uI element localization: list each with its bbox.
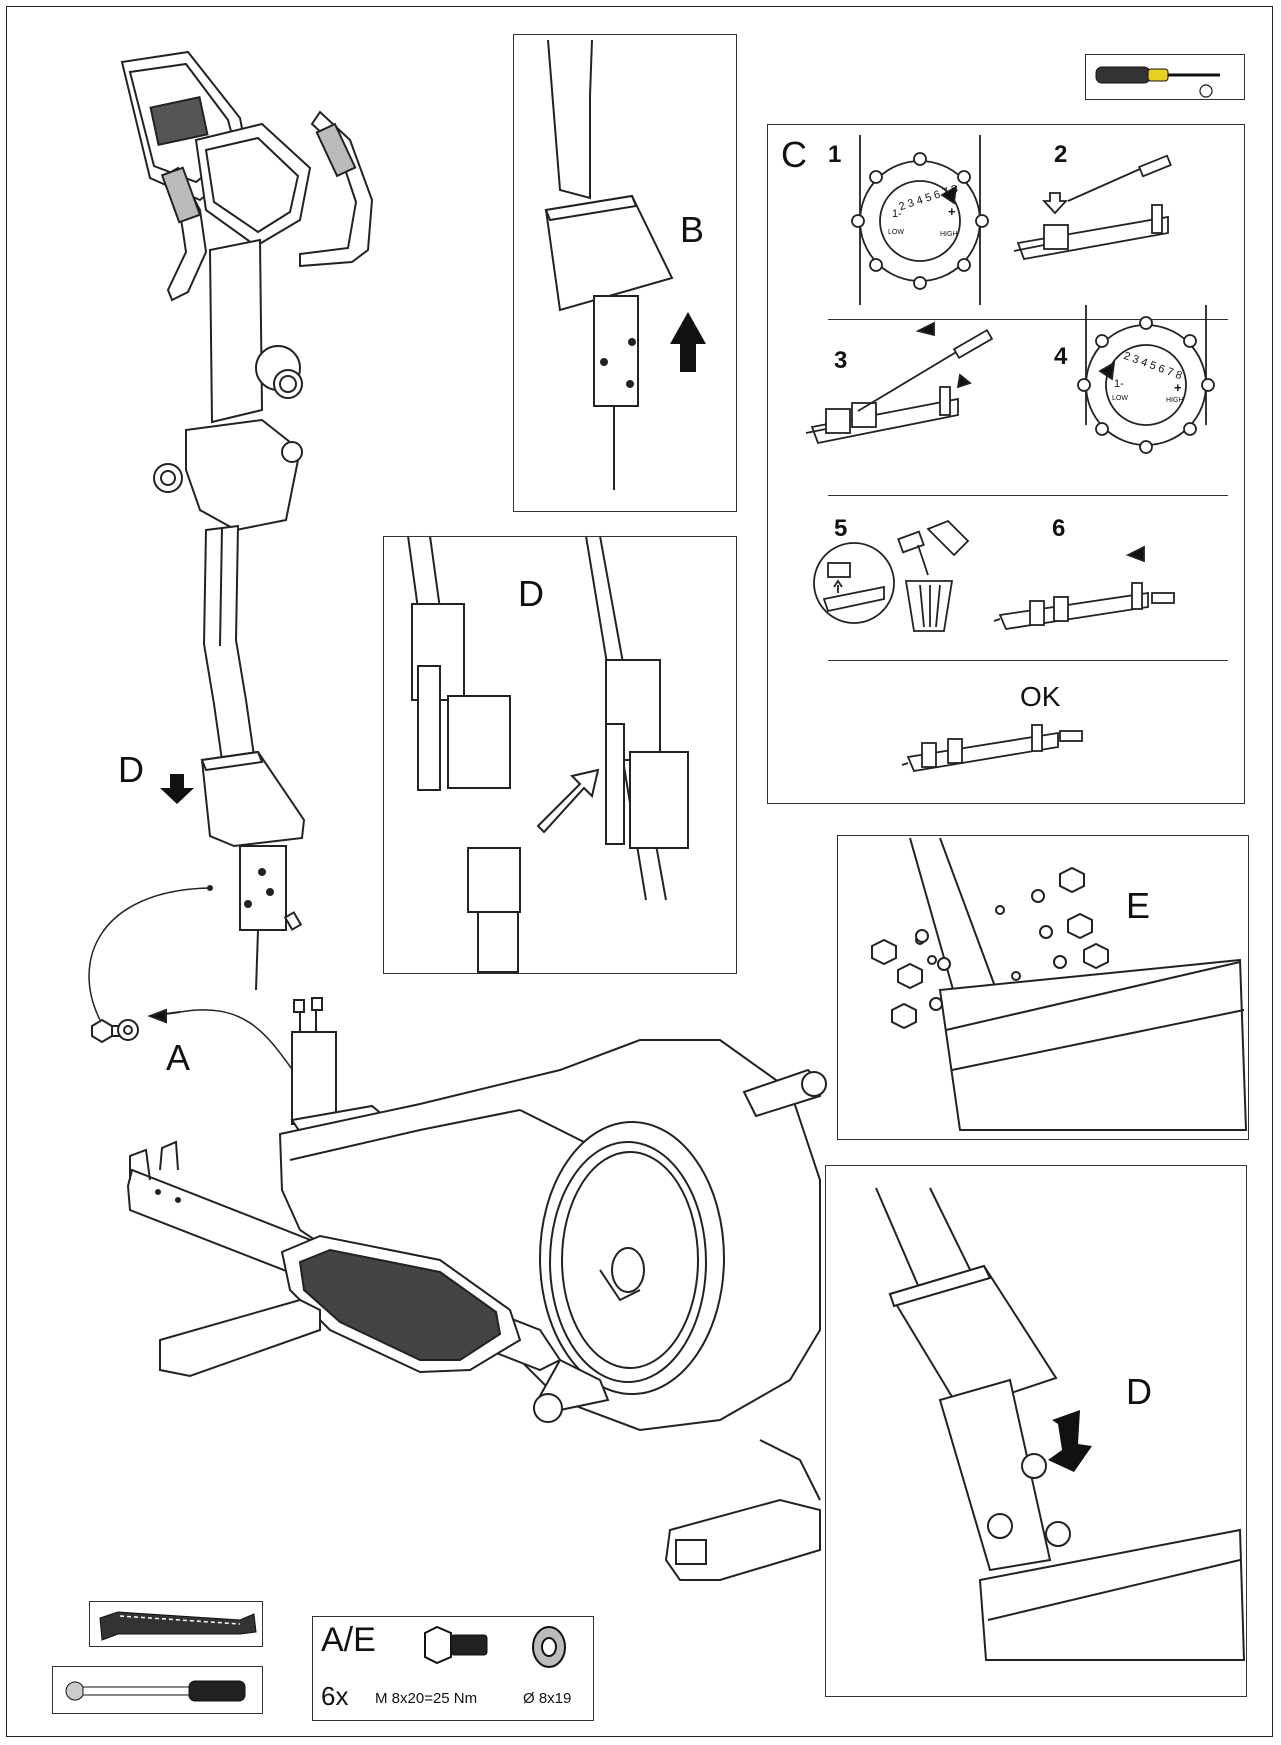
detail-box-e bbox=[837, 835, 1249, 1140]
label-d-detail: D bbox=[518, 573, 544, 614]
hardware-spec-box: A/E 6x M 8x20=25 Nm Ø 8x19 bbox=[312, 1616, 594, 1721]
screwdriver-icon bbox=[1095, 66, 1220, 98]
dial-low-mark-step-1: 1- bbox=[892, 208, 902, 220]
wrench-icon bbox=[99, 1611, 257, 1641]
shroud-cover-main bbox=[200, 750, 306, 991]
step-2-number: 2 bbox=[1054, 141, 1068, 168]
adjuster-ok bbox=[901, 724, 1083, 773]
detail-box-d bbox=[383, 536, 737, 974]
hardware-quantity: 6x bbox=[321, 1681, 349, 1711]
adjuster-step-6 bbox=[993, 545, 1175, 630]
trainer-body bbox=[278, 1039, 827, 1432]
label-d-main: D bbox=[118, 749, 144, 790]
page-frame bbox=[6, 6, 1273, 1737]
step-4-number: 4 bbox=[1054, 343, 1068, 370]
dial-low-step-4: LOW bbox=[1112, 395, 1128, 402]
console-mast bbox=[153, 238, 303, 532]
upright-tube bbox=[202, 524, 256, 762]
detail-d-connector-illustration bbox=[407, 535, 689, 973]
adjuster-step-3 bbox=[805, 321, 994, 445]
washer-icon bbox=[532, 1626, 566, 1668]
washer-spec: Ø 8x19 bbox=[523, 1690, 572, 1707]
detail-e-illustration bbox=[871, 837, 1248, 1131]
arrow-down-main bbox=[160, 774, 194, 804]
stabilizers bbox=[159, 1298, 821, 1581]
screwdriver-tool-box bbox=[1085, 54, 1245, 100]
dial-low-step-1: LOW bbox=[888, 229, 904, 236]
step-5-number: 5 bbox=[834, 515, 848, 542]
dial-high-step-1: HIGH bbox=[940, 231, 958, 238]
torque-wrench-tool-box bbox=[52, 1666, 263, 1714]
parts-disposal-step-5 bbox=[813, 519, 970, 632]
wrench-tool-box bbox=[89, 1601, 263, 1647]
adjuster-step-2 bbox=[1013, 154, 1172, 261]
step-1-number: 1 bbox=[828, 141, 842, 168]
rail-and-pedal bbox=[126, 1140, 641, 1423]
detail-box-c: C 1 2 3 4 5 6 OK bbox=[767, 124, 1245, 804]
dial-high-mark-step-4: + bbox=[1174, 380, 1182, 395]
label-d-bottom: D bbox=[1126, 1371, 1152, 1412]
label-b: B bbox=[680, 209, 705, 250]
bolt-spec: M 8x20=25 Nm bbox=[375, 1690, 478, 1707]
resistance-dial-step-4 bbox=[1077, 305, 1215, 454]
console-display bbox=[120, 50, 312, 248]
step-3-number: 3 bbox=[834, 347, 848, 374]
label-a: A bbox=[166, 1037, 191, 1078]
calibration-steps-illustration bbox=[805, 135, 1215, 773]
divider-1 bbox=[828, 319, 1228, 320]
dial-high-step-4: HIGH bbox=[1166, 397, 1184, 404]
detail-d-bottom-illustration bbox=[875, 1187, 1246, 1661]
resistance-dial-step-1 bbox=[851, 135, 989, 305]
dial-low-mark-step-4: 1- bbox=[1114, 378, 1124, 390]
bolt-washer-a bbox=[88, 885, 301, 1081]
divider-2 bbox=[828, 495, 1228, 496]
handlebars bbox=[160, 110, 374, 302]
label-e: E bbox=[1126, 885, 1151, 926]
label-c: C bbox=[781, 134, 807, 175]
torque-wrench-icon bbox=[65, 1680, 246, 1702]
step-6-number: 6 bbox=[1052, 515, 1066, 542]
detail-box-b bbox=[513, 34, 737, 512]
hardware-title: A/E bbox=[321, 1621, 376, 1659]
detail-b-illustration bbox=[544, 39, 706, 490]
bolt-icon bbox=[424, 1625, 488, 1665]
frame-post bbox=[290, 997, 387, 1134]
dial-high-mark-step-1: + bbox=[948, 204, 956, 219]
divider-3 bbox=[828, 660, 1228, 661]
detail-box-d-bottom bbox=[825, 1165, 1247, 1697]
ok-label: OK bbox=[1020, 681, 1061, 712]
